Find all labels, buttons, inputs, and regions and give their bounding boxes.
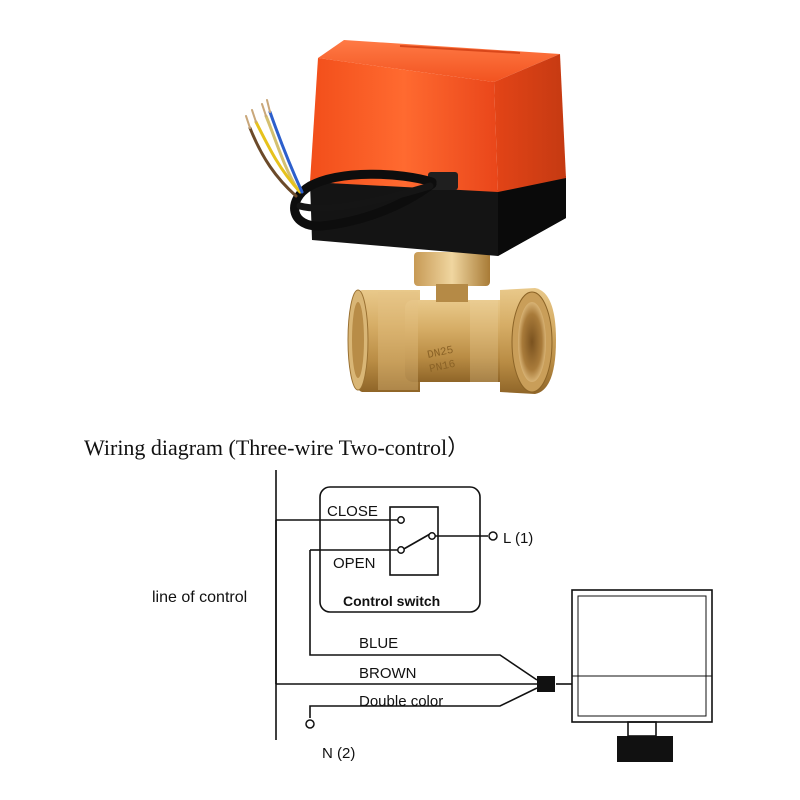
terminal-n	[305, 719, 315, 729]
open-label: OPEN	[333, 555, 376, 572]
valve-body-symbol	[617, 736, 673, 762]
actuator-housing	[310, 40, 566, 256]
line-of-control-label: line of control	[152, 589, 247, 606]
valve-product-photo: DN25 PN16	[245, 40, 566, 394]
actuator-cable	[245, 99, 437, 231]
control-switch-label: Control switch	[343, 593, 440, 609]
wire-label-blue: BLUE	[359, 635, 398, 652]
connector-block	[537, 676, 555, 692]
terminal-l	[488, 531, 498, 541]
switch-contact-box	[389, 506, 439, 576]
wire-label-brown: BROWN	[359, 665, 417, 682]
wiring-lines	[275, 470, 713, 740]
close-label: CLOSE	[327, 503, 378, 520]
actuator-symbol	[571, 589, 713, 723]
wiring-diagram: CLOSE OPEN Control switch L (1) line of …	[152, 470, 713, 762]
line-l-label: L (1)	[503, 530, 533, 547]
body-marking-pn: PN16	[428, 359, 456, 376]
neutral-n-label: N (2)	[322, 745, 355, 762]
brass-valve-body: DN25 PN16	[347, 252, 556, 394]
body-marking-dn: DN25	[426, 345, 454, 362]
wiring-diagram-title: Wiring diagram (Three-wire Two-control）	[84, 435, 470, 460]
wire-label-double-color: Double color	[359, 693, 443, 710]
switch-contacts	[305, 516, 498, 729]
